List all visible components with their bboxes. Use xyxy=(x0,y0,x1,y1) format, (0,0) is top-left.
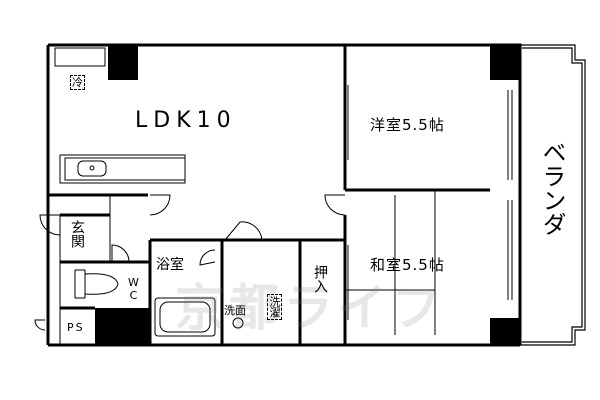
door-swings xyxy=(34,194,346,331)
kitchen-counter xyxy=(59,154,186,184)
windows xyxy=(344,85,513,320)
wc-label: WC xyxy=(127,276,140,302)
ldk-label: LDK10 xyxy=(135,108,237,133)
balcony-label: ベランダ xyxy=(538,140,566,236)
balcony-outline xyxy=(520,44,586,346)
fridge-label: 冷 xyxy=(70,75,85,90)
washroom-label: 洗面 xyxy=(224,304,246,317)
thin-lines xyxy=(54,47,436,345)
closet-label: 押入 xyxy=(312,265,328,293)
japanese-room-label: 和室5.5帖 xyxy=(370,256,445,274)
western-room-label: 洋室5.5帖 xyxy=(370,116,445,134)
bathtub xyxy=(154,297,216,337)
toilet xyxy=(74,269,119,299)
watermark: 京都ライフ xyxy=(175,279,445,337)
washbasin xyxy=(232,317,244,329)
ps-label: PS xyxy=(67,321,85,334)
pillars xyxy=(95,45,520,345)
entrance-label: 玄関 xyxy=(69,220,85,248)
bath-label: 浴室 xyxy=(156,257,184,273)
laundry-label: 洗濯 xyxy=(267,294,282,320)
